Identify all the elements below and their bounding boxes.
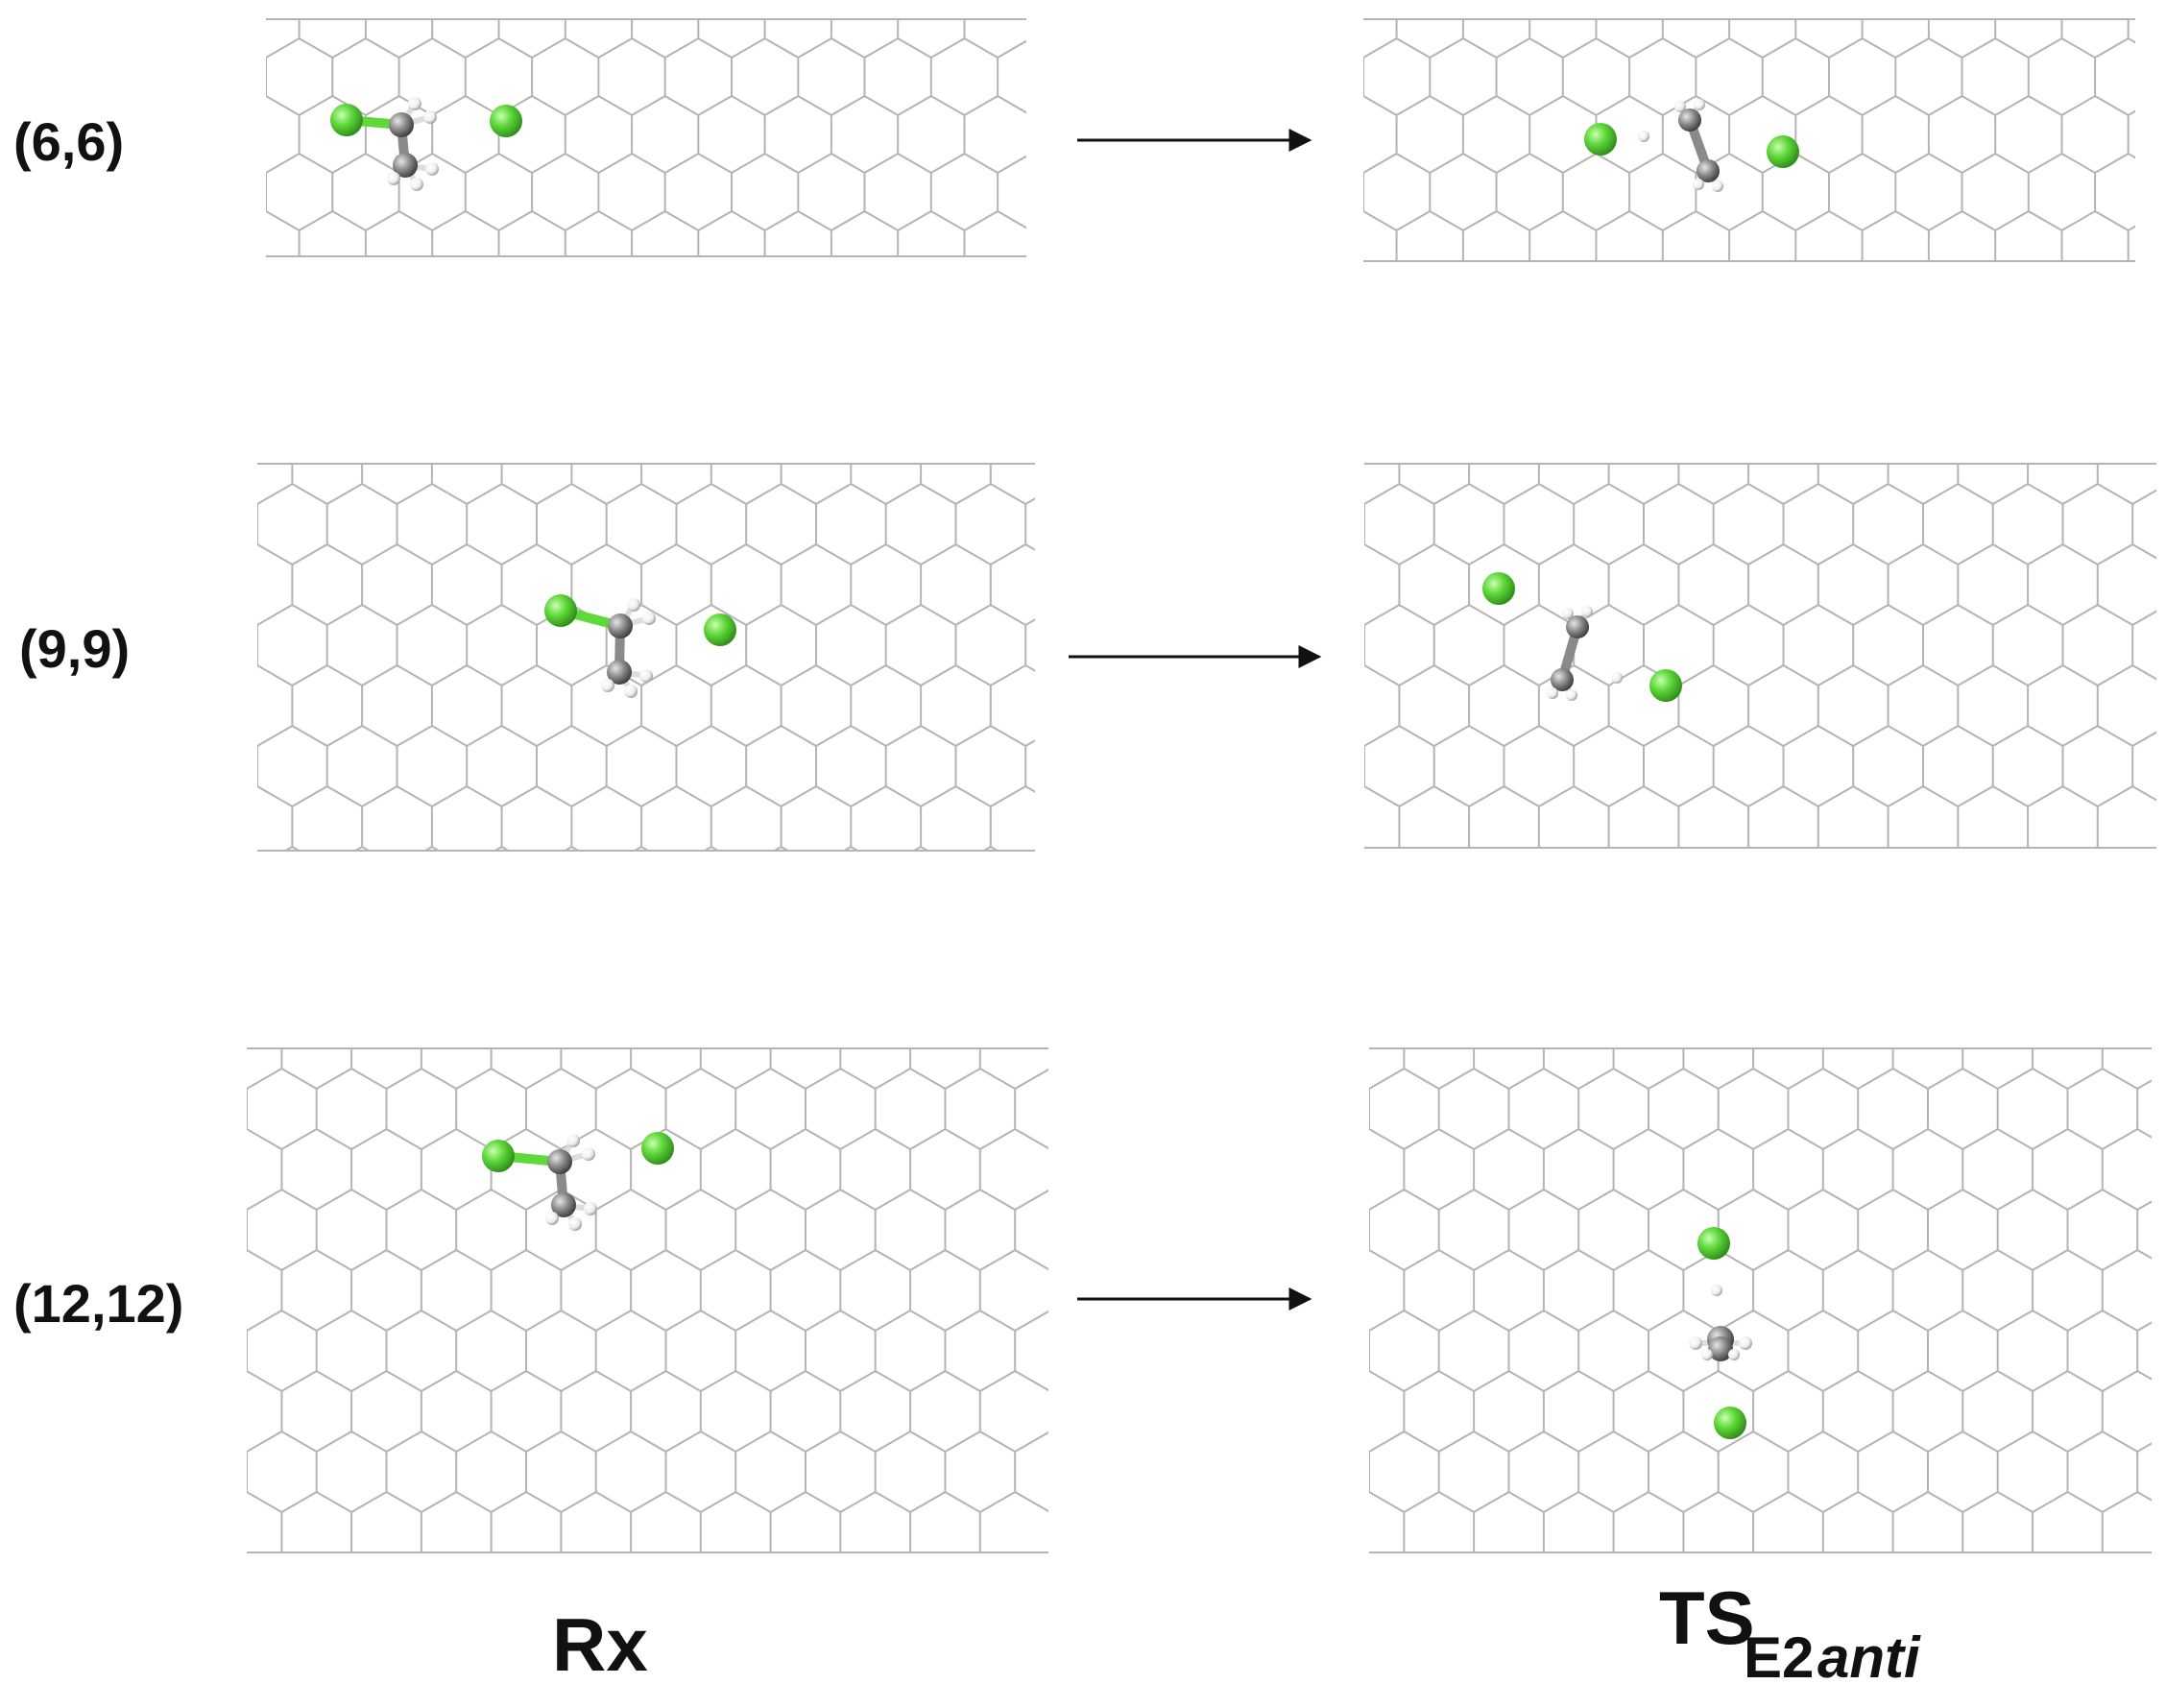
hydrogen-atom xyxy=(1694,99,1705,110)
carbon-atom xyxy=(607,660,632,685)
hydrogen-atom xyxy=(1693,179,1704,190)
chlorine-atom xyxy=(1767,135,1799,168)
carbon-atom xyxy=(393,153,418,178)
hydrogen-atom xyxy=(1562,608,1574,619)
hydrogen-atom xyxy=(566,1134,580,1147)
chlorine-atom xyxy=(1584,123,1617,156)
hydrogen-atom xyxy=(1689,1336,1702,1350)
ts-subscript-e2: E2 xyxy=(1744,1625,1814,1690)
molecule-6-6-reactant xyxy=(330,97,522,191)
hydrogen-atom xyxy=(1674,101,1686,112)
hydrogen-atom xyxy=(408,97,421,110)
hydrogen-atom xyxy=(1581,606,1593,617)
hydrogen-atom xyxy=(582,1147,595,1161)
chlorine-atom xyxy=(330,104,363,136)
chlorine-atom xyxy=(1697,1227,1730,1260)
row-label-9-9: (9,9) xyxy=(19,618,130,679)
column-label-transition-state: TS E2 anti xyxy=(1659,1576,1921,1690)
molecule-12-12-transition-state xyxy=(1689,1227,1752,1439)
nanotube-12-12-transition-state xyxy=(1369,1047,2152,1553)
hydrogen-atom xyxy=(410,178,423,191)
molecule-6-6-transition-state xyxy=(1584,99,1799,192)
hydrogen-atom xyxy=(627,598,640,612)
hydrogen-atom xyxy=(1712,180,1723,192)
hydrogen-atom xyxy=(642,612,656,625)
nanotube-9-9-transition-state xyxy=(1364,463,2156,849)
hydrogen-atom xyxy=(568,1217,582,1231)
nanotube-9-9-reactant xyxy=(257,463,1035,852)
nanotube-6-6-reactant xyxy=(266,18,1026,257)
carbon-atom xyxy=(608,613,633,638)
carbon-atom xyxy=(1678,108,1701,132)
hydrogen-atom xyxy=(1566,689,1577,701)
carbon-atom xyxy=(1566,615,1589,638)
carbon-atom xyxy=(1551,668,1574,691)
hydrogen-atom xyxy=(425,162,439,176)
hydrogen-atom xyxy=(1711,1285,1722,1296)
chlorine-atom xyxy=(1649,669,1682,702)
chlorine-atom xyxy=(1482,572,1515,605)
carbon-atom xyxy=(547,1149,572,1174)
carbon-atom xyxy=(1708,1336,1733,1361)
hydrogen-atom xyxy=(1728,1349,1740,1360)
nanotube-12-12-reactant xyxy=(247,1047,1048,1553)
row-label-12-12: (12,12) xyxy=(13,1273,183,1334)
hydrogen-atom xyxy=(545,1212,559,1225)
hydrogen-atom xyxy=(1547,687,1558,699)
hydrogen-atom xyxy=(1701,1349,1713,1360)
column-label-reactant: Rx xyxy=(552,1602,648,1687)
carbon-atom xyxy=(551,1192,576,1217)
ts-main-label: TS xyxy=(1659,1576,1755,1660)
hydrogen-atom xyxy=(639,669,653,683)
molecule-12-12-reactant xyxy=(482,1132,674,1231)
carbon-atom xyxy=(1697,159,1720,182)
hydrogen-atom xyxy=(423,110,437,124)
molecule-9-9-reactant xyxy=(544,594,736,698)
nanotube-6-6-transition-state xyxy=(1363,18,2135,262)
hydrogen-atom xyxy=(584,1202,597,1215)
ts-subscript-anti: anti xyxy=(1817,1625,1921,1690)
hydrogen-atom xyxy=(1611,672,1623,684)
carbon-atom xyxy=(389,112,414,137)
chlorine-atom xyxy=(704,613,736,646)
hydrogen-atom xyxy=(1638,131,1649,142)
chlorine-atom xyxy=(490,105,522,137)
molecule-9-9-transition-state xyxy=(1482,572,1682,702)
row-label-6-6: (6,6) xyxy=(13,111,124,172)
hydrogen-atom xyxy=(601,679,614,692)
chlorine-atom xyxy=(641,1132,674,1165)
hydrogen-atom xyxy=(387,172,400,185)
chlorine-atom xyxy=(1714,1407,1746,1439)
chlorine-atom xyxy=(482,1140,515,1172)
hydrogen-atom xyxy=(1739,1336,1752,1350)
hydrogen-atom xyxy=(624,685,638,698)
chlorine-atom xyxy=(544,594,577,627)
